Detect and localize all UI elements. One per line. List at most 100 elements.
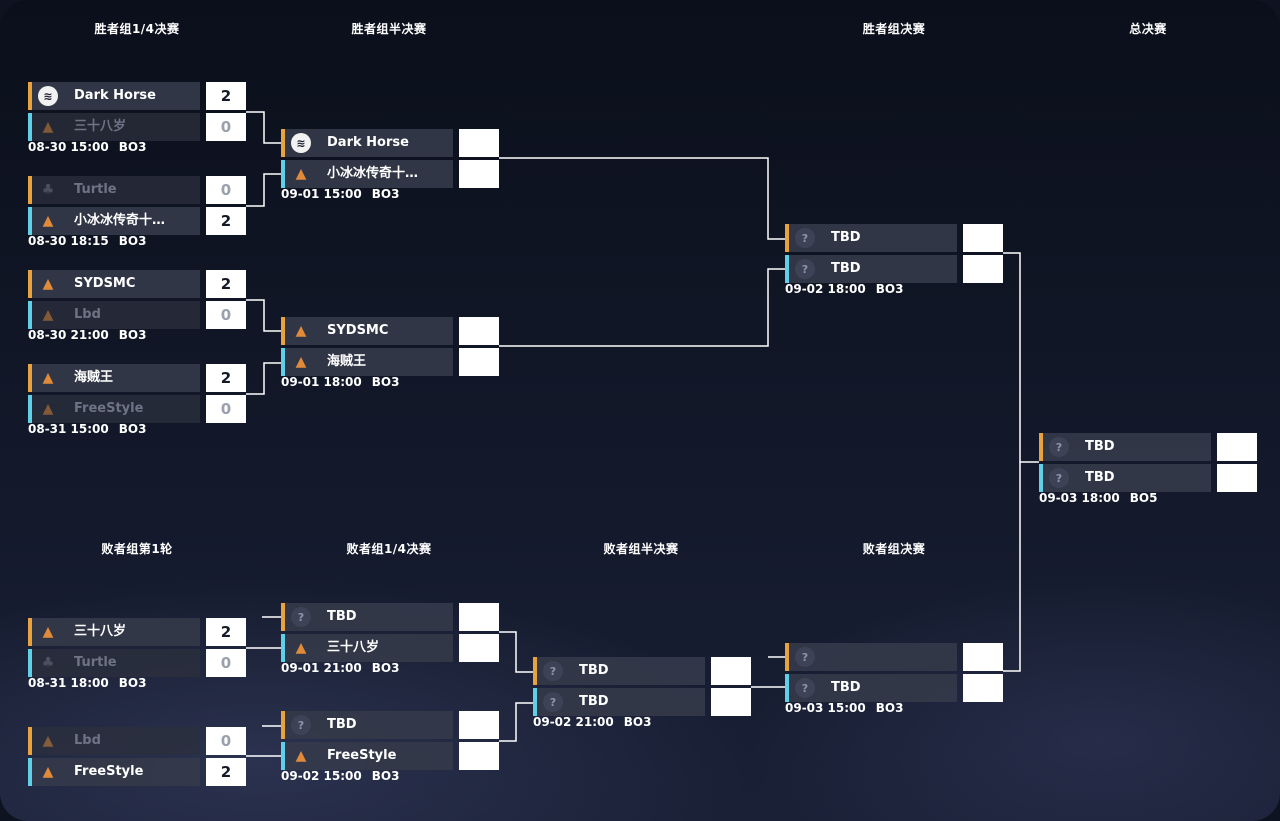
team-slot[interactable]: ▲ Lbd 0 xyxy=(28,727,246,755)
seed-bar xyxy=(281,129,285,157)
connector-line xyxy=(246,111,281,144)
team-slot[interactable]: ? xyxy=(785,643,1003,671)
team-name: FreeStyle xyxy=(327,748,397,763)
team-slot[interactable]: ▲ 海贼王 xyxy=(281,348,499,376)
team-score xyxy=(1217,464,1257,492)
team-slot[interactable]: ? TBD xyxy=(1039,464,1257,492)
unknown-team-icon: ? xyxy=(795,228,815,248)
team-score xyxy=(459,711,499,739)
seed-bar xyxy=(28,618,32,646)
seed-bar xyxy=(281,742,285,770)
team-name: Lbd xyxy=(74,733,101,748)
team-score: 2 xyxy=(206,364,246,392)
match-time: 09-03 15:00 xyxy=(785,701,866,715)
team-slot[interactable]: ? TBD xyxy=(785,255,1003,283)
team-slot[interactable]: ▲ FreeStyle xyxy=(281,742,499,770)
team-score: 2 xyxy=(206,618,246,646)
team-score xyxy=(963,224,1003,252)
seed-bar xyxy=(28,727,32,755)
team-name: SYDSMC xyxy=(74,276,136,291)
connector-line xyxy=(499,631,533,673)
seed-bar xyxy=(281,317,285,345)
team-score: 2 xyxy=(206,270,246,298)
team-slot[interactable]: ▲ FreeStyle 2 xyxy=(28,758,246,786)
team-slot[interactable]: ▲ SYDSMC xyxy=(281,317,499,345)
team-score xyxy=(963,255,1003,283)
team-plate xyxy=(537,688,705,716)
team-plate xyxy=(789,674,957,702)
team-slot[interactable]: ▲ 三十八岁 0 xyxy=(28,113,246,141)
lb-semifinal-title: 败者组半决赛 xyxy=(603,542,679,556)
team-name: TBD xyxy=(579,694,609,709)
team-name: Lbd xyxy=(74,307,101,322)
team-score xyxy=(459,742,499,770)
team-logo-icon: ▲ xyxy=(42,276,54,292)
lb-quarterfinal-title: 败者组1/4决赛 xyxy=(346,542,432,556)
dark-horse-logo-icon: ≋ xyxy=(38,86,58,106)
unknown-team-icon: ? xyxy=(543,692,563,712)
team-slot[interactable]: ▲ 小冰冰传奇十… xyxy=(281,160,499,188)
team-plate xyxy=(32,176,200,204)
team-slot[interactable]: ? TBD xyxy=(1039,433,1257,461)
team-slot[interactable]: ♣ Turtle 0 xyxy=(28,176,246,204)
team-slot[interactable]: ▲ 三十八岁 xyxy=(281,634,499,662)
unknown-team-icon: ? xyxy=(291,715,311,735)
team-plate xyxy=(32,618,200,646)
connector-line xyxy=(1003,462,1021,672)
team-slot[interactable]: ▲ 三十八岁 2 xyxy=(28,618,246,646)
team-slot[interactable]: ? TBD xyxy=(281,603,499,631)
team-score xyxy=(459,317,499,345)
team-logo-icon: ▲ xyxy=(42,764,54,780)
team-logo-icon: ▲ xyxy=(42,370,54,386)
lb-round1-title: 败者组第1轮 xyxy=(101,542,173,556)
team-slot[interactable]: ≋ Dark Horse 2 xyxy=(28,82,246,110)
team-slot[interactable]: ≋ Dark Horse xyxy=(281,129,499,157)
team-slot[interactable]: ▲ FreeStyle 0 xyxy=(28,395,246,423)
team-slot[interactable]: ▲ 海贼王 2 xyxy=(28,364,246,392)
seed-bar xyxy=(28,270,32,298)
team-plate xyxy=(285,603,453,631)
seed-bar xyxy=(785,255,789,283)
team-slot[interactable]: ? TBD xyxy=(533,688,751,716)
team-slot[interactable]: ▲ SYDSMC 2 xyxy=(28,270,246,298)
team-score xyxy=(711,688,751,716)
seed-bar xyxy=(28,207,32,235)
team-name: Dark Horse xyxy=(327,135,409,150)
seed-bar xyxy=(785,643,789,671)
match-time: 09-02 18:00 xyxy=(785,282,866,296)
team-slot[interactable]: ? TBD xyxy=(281,711,499,739)
team-slot[interactable]: ? TBD xyxy=(785,674,1003,702)
team-score: 0 xyxy=(206,176,246,204)
team-name: 小冰冰传奇十… xyxy=(327,166,419,181)
team-slot[interactable]: ▲ Lbd 0 xyxy=(28,301,246,329)
team-slot[interactable]: ? TBD xyxy=(533,657,751,685)
connector-line xyxy=(246,362,281,395)
match-lb-r1-2[interactable]: ▲ Lbd 0 ▲ FreeStyle 2 xyxy=(28,727,246,817)
team-slot[interactable]: ♣ Turtle 0 xyxy=(28,649,246,677)
team-logo-icon: ▲ xyxy=(42,119,54,135)
team-plate xyxy=(285,348,453,376)
turtle-logo-icon: ♣ xyxy=(41,655,55,671)
seed-bar xyxy=(28,82,32,110)
team-slot[interactable]: ▲ 小冰冰传奇十… 2 xyxy=(28,207,246,235)
team-slot[interactable]: ? TBD xyxy=(785,224,1003,252)
team-name: TBD xyxy=(327,717,357,732)
